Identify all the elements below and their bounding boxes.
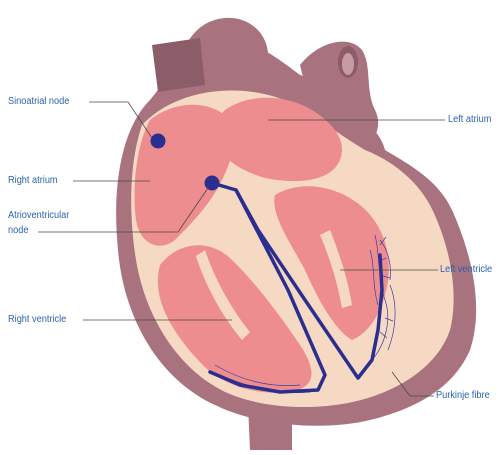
superior-vena-cava	[152, 38, 205, 92]
label-atrioventricular-node-line1: Atrioventricular	[8, 210, 69, 222]
atrioventricular-node-dot	[205, 176, 220, 191]
label-sinoatrial-node: Sinoatrial node	[8, 96, 69, 108]
label-left-atrium: Left atrium	[448, 114, 491, 126]
label-left-ventricle: Left ventricle	[440, 264, 492, 276]
inferior-vena-cava	[248, 405, 292, 450]
label-right-ventricle: Right ventricle	[8, 314, 66, 326]
sinoatrial-node-dot	[151, 134, 166, 149]
label-right-atrium: Right atrium	[8, 175, 58, 187]
label-purkinje-fibre: Purkinje fibre	[436, 390, 490, 402]
pulmonary-vein-opening-inner	[342, 53, 354, 75]
label-atrioventricular-node-line2: node	[8, 225, 28, 237]
